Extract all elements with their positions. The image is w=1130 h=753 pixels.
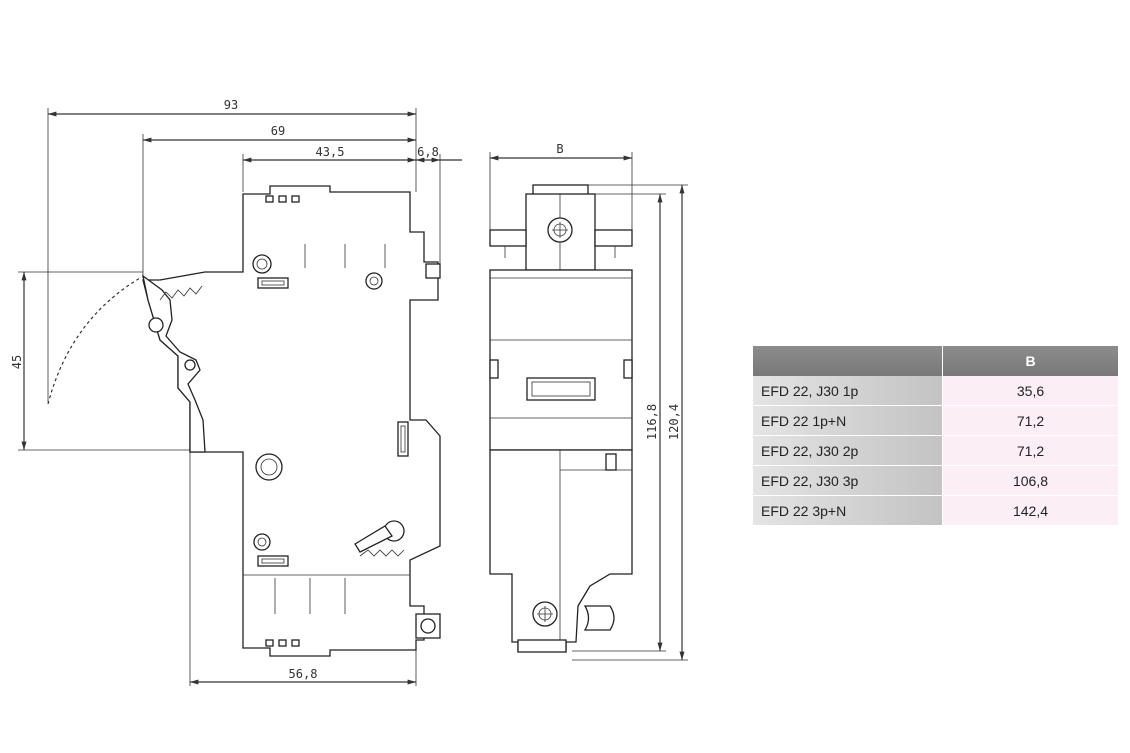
front-view: B 116,8 120,4 (489, 142, 688, 661)
side-screw-top-right (365, 272, 383, 290)
side-body-outline (142, 185, 441, 657)
front-window (526, 377, 596, 401)
table-cell-name: EFD 22, J30 1p (753, 376, 943, 406)
table-header-b: B (942, 346, 1118, 376)
dim-43-5-label: 43,5 (316, 145, 345, 159)
side-window-top (257, 277, 289, 289)
dim-120-4-label: 120,4 (667, 404, 681, 440)
table-row: EFD 22, J30 2p 71,2 (753, 435, 1118, 466)
table-row: EFD 22 3p+N 142,4 (753, 495, 1118, 526)
front-body (489, 269, 633, 451)
dim-69-label: 69 (271, 124, 285, 138)
table-header-name (753, 346, 943, 376)
table-cell-name: EFD 22, J30 2p (753, 435, 943, 466)
table-cell-value: 106,8 (942, 465, 1118, 496)
table-cell-value: 35,6 (942, 376, 1118, 406)
side-window-bottom (257, 555, 289, 567)
dim-6-8-label: 6,8 (417, 145, 439, 159)
table-row: EFD 22 1p+N 71,2 (753, 405, 1118, 436)
table-row: EFD 22, J30 3p 106,8 (753, 465, 1118, 496)
table-header-row: B (753, 346, 1118, 376)
side-view: 93 69 43,5 6,8 45 56,8 (10, 98, 462, 686)
side-latch (397, 421, 409, 457)
side-terminal-screw (255, 453, 283, 481)
dim-93-label: 93 (224, 98, 238, 112)
spec-table: B EFD 22, J30 1p 35,6 EFD 22 1p+N 71,2 E… (753, 346, 1118, 526)
table-cell-name: EFD 22 3p+N (753, 495, 943, 526)
table-row: EFD 22, J30 1p 35,6 (753, 376, 1118, 406)
dim-45-label: 45 (10, 355, 24, 369)
table-cell-value: 71,2 (942, 405, 1118, 436)
side-screw-top-left (252, 254, 272, 274)
handle-swing-arc (47, 277, 141, 405)
table-cell-name: EFD 22, J30 3p (753, 465, 943, 496)
table-cell-value: 142,4 (942, 495, 1118, 526)
dim-b-label: B (556, 142, 563, 156)
table-cell-name: EFD 22 1p+N (753, 405, 943, 436)
table-cell-value: 71,2 (942, 435, 1118, 466)
handle-teeth (159, 285, 203, 301)
dim-116-8-label: 116,8 (645, 404, 659, 440)
dim-56-8-label: 56,8 (289, 667, 318, 681)
handle-pivot (148, 317, 164, 333)
